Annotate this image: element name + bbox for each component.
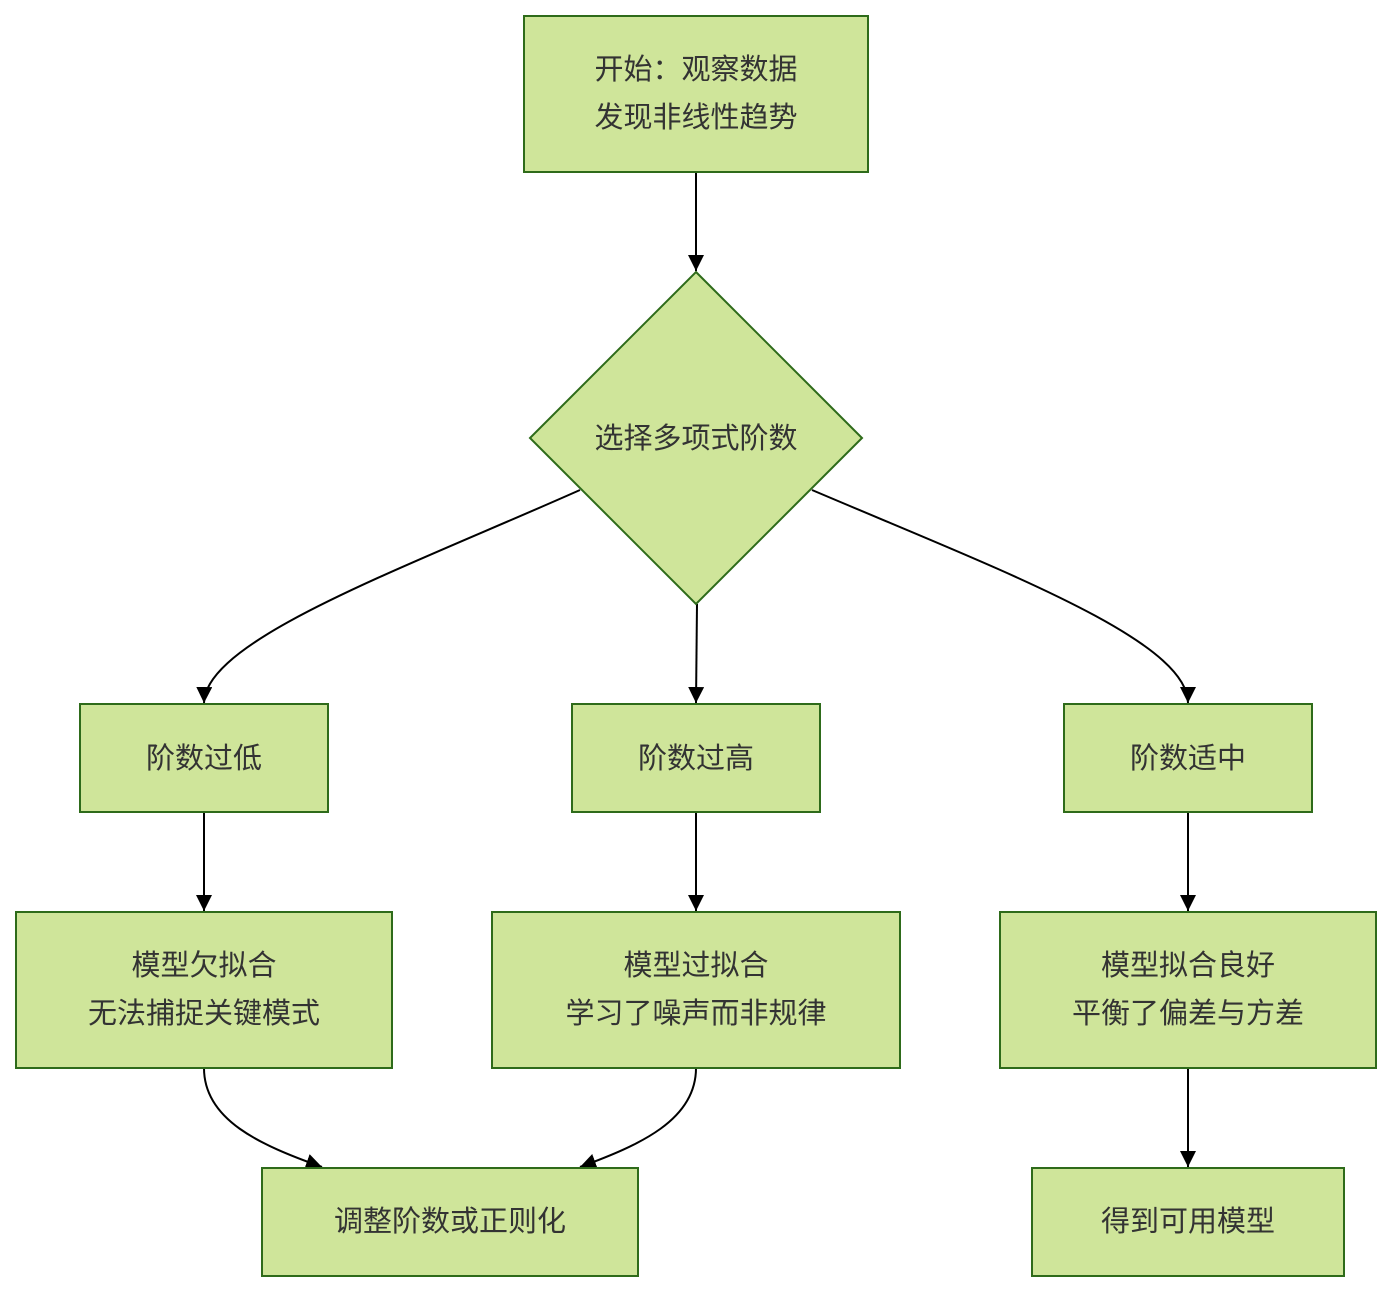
node-usable: 得到可用模型 bbox=[1031, 1167, 1345, 1277]
node-degree-right-label: 阶数适中 bbox=[1130, 741, 1246, 775]
node-adjust-label: 调整阶数或正则化 bbox=[334, 1204, 566, 1238]
node-choose-degree-label: 选择多项式阶数 bbox=[594, 421, 797, 455]
node-start: 开始：观察数据 发现非线性趋势 bbox=[523, 15, 869, 173]
node-degree-right: 阶数适中 bbox=[1063, 703, 1313, 813]
edges bbox=[196, 172, 1196, 1170]
edge-choose-to-right bbox=[811, 489, 1196, 704]
node-overfit-line2: 学习了噪声而非规律 bbox=[565, 996, 826, 1030]
node-underfit-line2: 无法捕捉关键模式 bbox=[88, 996, 320, 1030]
node-goodfit-line2: 平衡了偏差与方差 bbox=[1072, 996, 1304, 1030]
edge-choose-to-low bbox=[196, 489, 581, 704]
node-degree-low-label: 阶数过低 bbox=[146, 741, 262, 775]
node-underfit: 模型欠拟合 无法捕捉关键模式 bbox=[15, 911, 393, 1069]
node-adjust: 调整阶数或正则化 bbox=[261, 1167, 639, 1277]
node-usable-label: 得到可用模型 bbox=[1101, 1204, 1275, 1238]
node-overfit-line1: 模型过拟合 bbox=[623, 948, 768, 982]
edge-choose-to-high bbox=[688, 603, 705, 704]
node-degree-high: 阶数过高 bbox=[571, 703, 821, 813]
node-degree-high-label: 阶数过高 bbox=[638, 741, 754, 775]
node-degree-low: 阶数过低 bbox=[79, 703, 329, 813]
node-overfit: 模型过拟合 学习了噪声而非规律 bbox=[491, 911, 901, 1069]
node-goodfit: 模型拟合良好 平衡了偏差与方差 bbox=[999, 911, 1377, 1069]
node-start-line2: 发现非线性趋势 bbox=[594, 100, 797, 134]
node-underfit-line1: 模型欠拟合 bbox=[131, 948, 276, 982]
node-choose-degree: 选择多项式阶数 bbox=[528, 270, 864, 606]
node-start-line1: 开始：观察数据 bbox=[594, 52, 797, 86]
edge-overfit-to-adjust bbox=[579, 1067, 697, 1170]
node-goodfit-line1: 模型拟合良好 bbox=[1101, 948, 1275, 982]
edge-underfit-to-adjust bbox=[203, 1067, 323, 1170]
